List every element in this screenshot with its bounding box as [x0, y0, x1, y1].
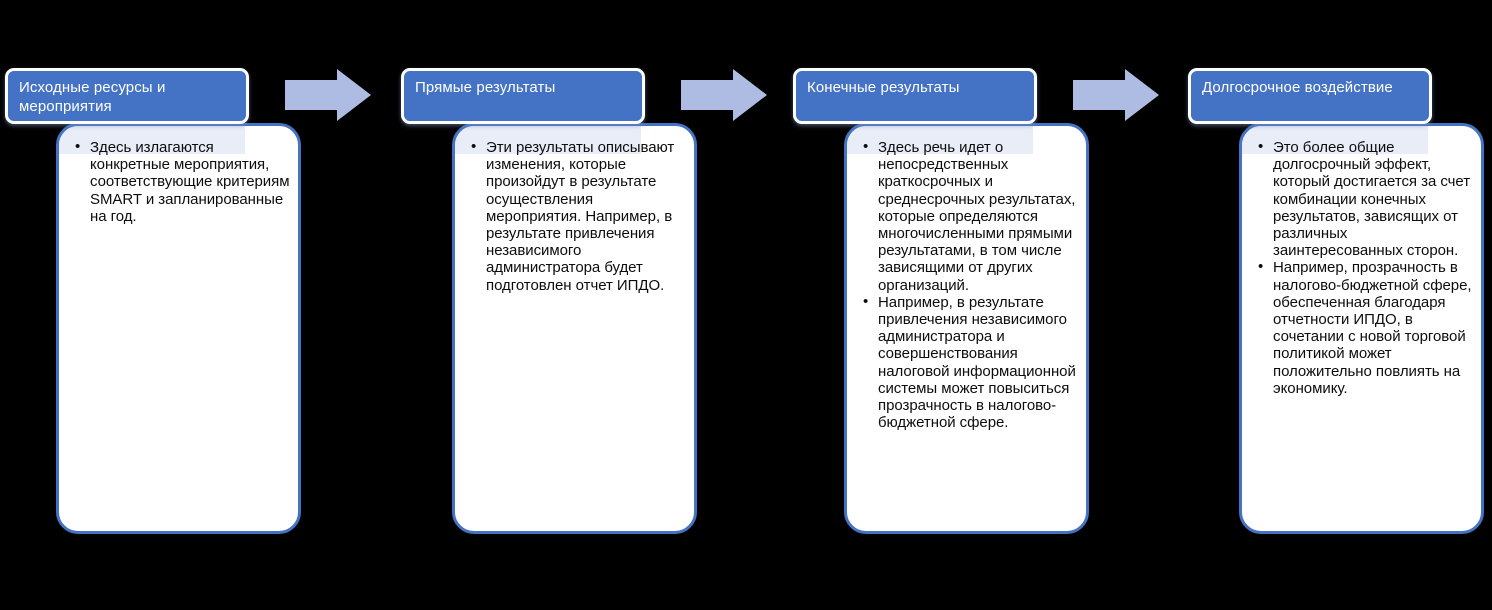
stage-card-outcomes[interactable]: Здесь речь идет о непосредственных кратк… [844, 123, 1089, 534]
stage-header-outcomes[interactable]: Конечные результаты [793, 68, 1037, 124]
bullet-list-outcomes: Здесь речь идет о непосредственных кратк… [863, 138, 1078, 432]
bullet-list-impact: Это более общие долгосрочный эффект, кот… [1258, 138, 1473, 397]
stage-header-inputs-activities[interactable]: Исходные ресурсы и мероприятия [5, 68, 249, 124]
stage-column-inputs-activities: Исходные ресурсы и мероприятия Здесь изл… [0, 0, 310, 610]
arrow-right-icon-3 [1073, 69, 1159, 121]
list-item: Эти результаты описывают изменения, кото… [471, 138, 686, 294]
stage-card-inputs-activities[interactable]: Здесь излагаются конкретные мероприятия,… [56, 123, 301, 534]
stage-column-outcomes: Конечные результаты Здесь речь идет о не… [788, 0, 1098, 610]
list-item: Здесь излагаются конкретные мероприятия,… [75, 138, 290, 225]
list-item: Это более общие долгосрочный эффект, кот… [1258, 138, 1473, 259]
list-item: Например, в результате привлечения незав… [863, 293, 1078, 432]
bullet-list-inputs-activities: Здесь излагаются конкретные мероприятия,… [75, 138, 290, 225]
stage-header-outputs[interactable]: Прямые результаты [401, 68, 645, 124]
stage-header-impact[interactable]: Долгосрочное воздействие [1188, 68, 1432, 124]
stage-card-impact[interactable]: Это более общие долгосрочный эффект, кот… [1239, 123, 1484, 534]
arrow-right-icon-2 [681, 69, 767, 121]
list-item: Здесь речь идет о непосредственных кратк… [863, 138, 1078, 294]
list-item: Например, прозрачность в налогово-бюджет… [1258, 258, 1473, 397]
stage-column-outputs: Прямые результаты Эти результаты описыва… [396, 0, 706, 610]
stage-card-outputs[interactable]: Эти результаты описывают изменения, кото… [452, 123, 697, 534]
arrow-right-icon-1 [285, 69, 371, 121]
bullet-list-outputs: Эти результаты описывают изменения, кото… [471, 138, 686, 294]
stage-column-impact: Долгосрочное воздействие Это более общие… [1183, 0, 1492, 610]
